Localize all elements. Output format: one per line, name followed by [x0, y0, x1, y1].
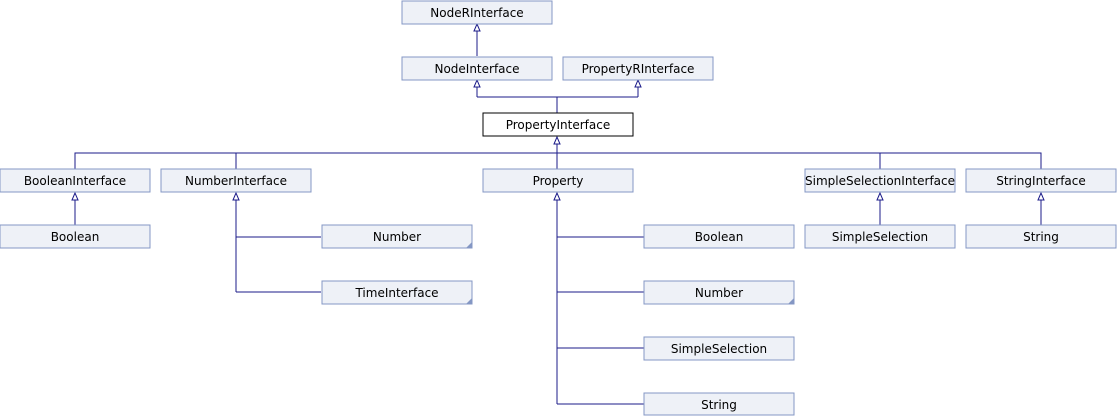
class-node-label: Boolean — [695, 230, 744, 244]
class-node-property[interactable]: Property — [482, 168, 634, 193]
class-node-number-under-interface[interactable]: Number — [321, 224, 473, 249]
class-node-label: Number — [373, 230, 421, 244]
class-node-string-interface[interactable]: StringInterface — [965, 168, 1117, 193]
class-node-simple-selection-right[interactable]: SimpleSelection — [804, 224, 956, 249]
class-node-number-interface[interactable]: NumberInterface — [160, 168, 312, 193]
class-node-time-interface[interactable]: TimeInterface — [321, 280, 473, 305]
class-node-label: SimpleSelection — [671, 342, 767, 356]
class-node-label: NodeRInterface — [430, 6, 523, 20]
class-node-simple-selection-under-property[interactable]: SimpleSelection — [643, 336, 795, 361]
class-node-label: BooleanInterface — [24, 174, 126, 188]
class-node-label: SimpleSelectionInterface — [805, 174, 955, 188]
arrowhead-property — [553, 191, 561, 201]
arrowhead-boolean-interface — [71, 191, 79, 201]
edge-number-children-to-number-interface — [235, 199, 321, 293]
class-node-property-r-interface[interactable]: PropertyRInterface — [562, 56, 714, 81]
class-node-string-under-property[interactable]: String — [643, 392, 795, 416]
class-node-label: SimpleSelection — [832, 230, 928, 244]
class-node-label: NodeInterface — [434, 62, 519, 76]
class-node-label: Property — [533, 174, 584, 188]
arrowhead-property-r-interface — [634, 78, 642, 88]
class-node-node-r-interface[interactable]: NodeRInterface — [401, 0, 553, 25]
arrowhead-property-interface — [553, 135, 561, 145]
class-node-label: TimeInterface — [354, 286, 438, 300]
edge-property-interface-to-parents — [476, 86, 639, 113]
edge-level2-to-property-interface — [74, 143, 1042, 169]
class-node-label: PropertyInterface — [506, 118, 611, 132]
class-node-node-interface[interactable]: NodeInterface — [401, 56, 553, 81]
arrowhead-node-interface — [473, 78, 481, 88]
class-node-label: Boolean — [51, 230, 100, 244]
class-node-simple-selection-interface[interactable]: SimpleSelectionInterface — [804, 168, 956, 193]
truncated-fold-icon — [466, 298, 472, 304]
arrowhead-node-r-interface — [473, 22, 481, 32]
arrowhead-simple-selection-interface — [876, 191, 884, 201]
class-node-label: Number — [695, 286, 743, 300]
class-node-property-interface: PropertyInterface — [482, 112, 634, 137]
edges — [71, 22, 1045, 405]
class-node-label: String — [701, 398, 737, 412]
class-node-string-right[interactable]: String — [965, 224, 1117, 249]
edge-property-children-to-property — [556, 199, 644, 405]
truncated-fold-icon — [466, 242, 472, 248]
class-node-boolean-left[interactable]: Boolean — [0, 224, 151, 249]
class-node-label: NumberInterface — [185, 174, 287, 188]
truncated-fold-icon — [788, 298, 794, 304]
class-node-label: String — [1023, 230, 1059, 244]
arrowhead-string-interface — [1037, 191, 1045, 201]
class-node-number-under-property[interactable]: Number — [643, 280, 795, 305]
class-node-label: StringInterface — [996, 174, 1086, 188]
class-node-label: PropertyRInterface — [582, 62, 695, 76]
class-node-boolean-under-property[interactable]: Boolean — [643, 224, 795, 249]
arrowhead-number-interface — [232, 191, 240, 201]
class-node-boolean-interface[interactable]: BooleanInterface — [0, 168, 151, 193]
